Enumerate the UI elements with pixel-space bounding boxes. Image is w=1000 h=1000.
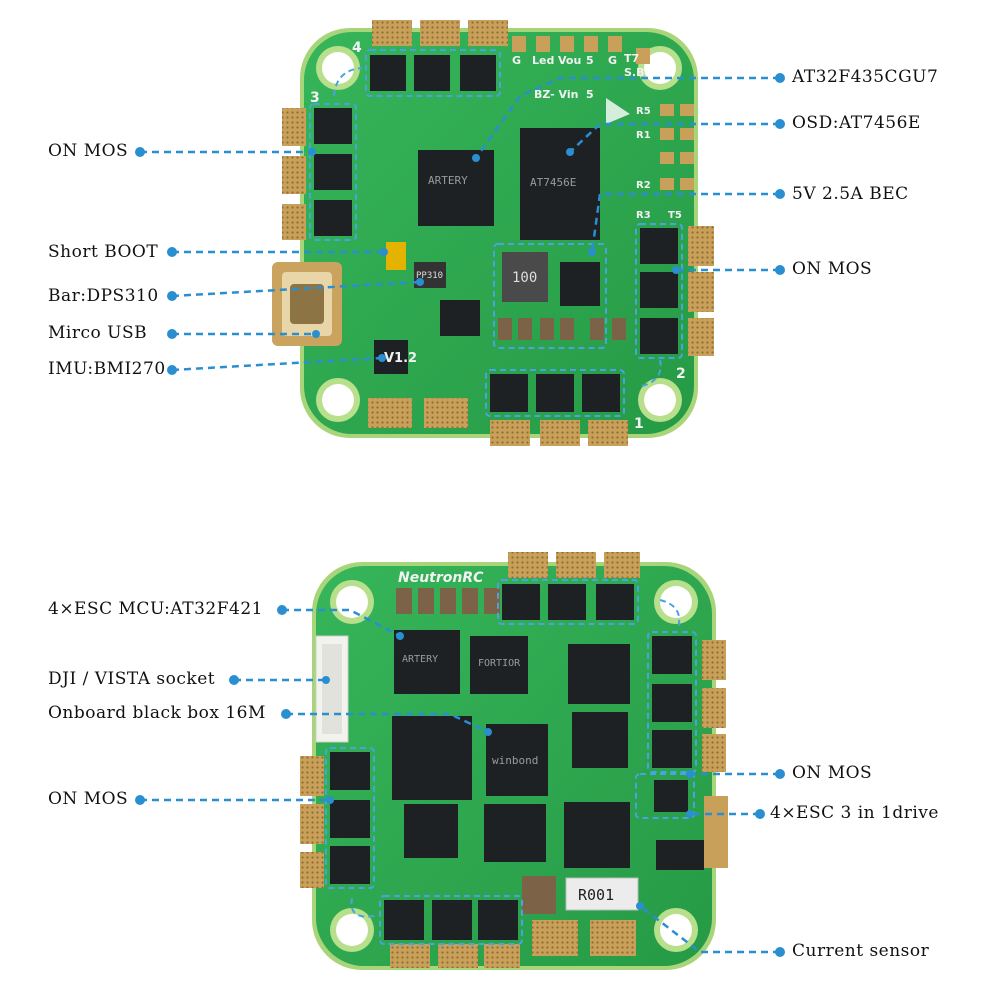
esc-chips bbox=[392, 630, 630, 868]
label-esc-drive: 4×ESC 3 in 1drive bbox=[770, 803, 939, 823]
silk-version: V1.2 bbox=[384, 351, 417, 366]
silk-pad-sb: S.B bbox=[624, 66, 645, 79]
dji-vista-socket bbox=[315, 635, 349, 743]
label-short-boot: Short BOOT bbox=[48, 242, 159, 262]
silk-bz: BZ- Vin bbox=[534, 88, 578, 101]
top-callout-dots bbox=[135, 73, 785, 375]
bottom-highlight-boxes bbox=[325, 579, 697, 945]
silk-bz-num: 5 bbox=[586, 88, 594, 101]
silk-pad-g: G bbox=[512, 54, 521, 67]
label-esc-mcu: 4×ESC MCU:AT32F421 bbox=[48, 599, 263, 619]
silk-pad-vou: Vou bbox=[558, 54, 581, 67]
silk-driver: FORTIOR bbox=[478, 658, 521, 669]
label-barometer: Bar:DPS310 bbox=[48, 286, 159, 306]
label-current-sensor: Current sensor bbox=[792, 941, 930, 961]
label-dji-socket: DJI / VISTA socket bbox=[48, 669, 216, 689]
mosfets-bottom bbox=[330, 584, 692, 940]
bottom-callout-lines bbox=[140, 608, 780, 954]
label-on-mos-top-right: ON MOS bbox=[792, 259, 873, 279]
label-bec: 5V 2.5A BEC bbox=[792, 184, 909, 204]
bottom-esc-board bbox=[300, 552, 728, 970]
silk-esc-mcu: ARTERY bbox=[402, 654, 438, 665]
silk-pad-t7: T7 bbox=[624, 52, 639, 65]
boot-button bbox=[386, 242, 406, 270]
label-usb: Mirco USB bbox=[48, 323, 148, 343]
top-flight-controller-board bbox=[272, 20, 714, 446]
bottom-callout-dots bbox=[135, 605, 785, 957]
label-on-mos-bottom-right: ON MOS bbox=[792, 763, 873, 783]
silk-r3: R3 bbox=[636, 210, 651, 221]
silk-mcu-marking: ARTERY bbox=[428, 174, 468, 187]
silk-motor-1: 1 bbox=[634, 416, 644, 432]
silk-flash: winbond bbox=[492, 754, 538, 767]
mounting-holes bbox=[316, 46, 682, 422]
label-on-mos-bottom-left: ON MOS bbox=[48, 789, 129, 809]
silk-pad-led: Led bbox=[532, 54, 554, 67]
mcu-chip bbox=[418, 150, 494, 226]
motor-pads bbox=[282, 20, 714, 446]
silk-motor-3: 3 bbox=[310, 90, 320, 106]
current-sensor-shunt bbox=[565, 877, 639, 911]
label-mcu: AT32F435CGU7 bbox=[792, 67, 939, 87]
silk-r2: R2 bbox=[636, 180, 651, 191]
silk-brand: NeutronRC bbox=[398, 570, 484, 586]
silk-r5: R5 bbox=[636, 106, 651, 117]
top-highlight-boxes bbox=[309, 49, 683, 417]
bec-inductor bbox=[502, 252, 548, 302]
osd-chip bbox=[520, 128, 600, 240]
silk-inductor: 100 bbox=[512, 270, 537, 286]
silk-pad-5: 5 bbox=[586, 54, 594, 67]
bottom-mounting-holes bbox=[330, 580, 698, 952]
label-osd: OSD:AT7456E bbox=[792, 113, 921, 133]
label-imu: IMU:BMI270 bbox=[48, 359, 166, 379]
bottom-motor-pads bbox=[300, 552, 726, 968]
top-callout-lines bbox=[140, 76, 780, 372]
silk-baro: PP310 bbox=[416, 271, 443, 281]
silk-motor-2: 2 bbox=[676, 366, 686, 382]
silk-t5: T5 bbox=[668, 210, 682, 221]
silk-osd-marking: AT7456E bbox=[530, 176, 576, 189]
silk-motor-4: 4 bbox=[352, 40, 362, 56]
signal-pads bbox=[512, 36, 694, 190]
silk-pad-g2: G bbox=[608, 54, 617, 67]
mosfets-top bbox=[314, 55, 678, 412]
silk-shunt: R001 bbox=[578, 886, 614, 904]
label-blackbox: Onboard black box 16M bbox=[48, 703, 266, 723]
label-on-mos-top-left: ON MOS bbox=[48, 141, 129, 161]
silk-r1: R1 bbox=[636, 130, 651, 141]
